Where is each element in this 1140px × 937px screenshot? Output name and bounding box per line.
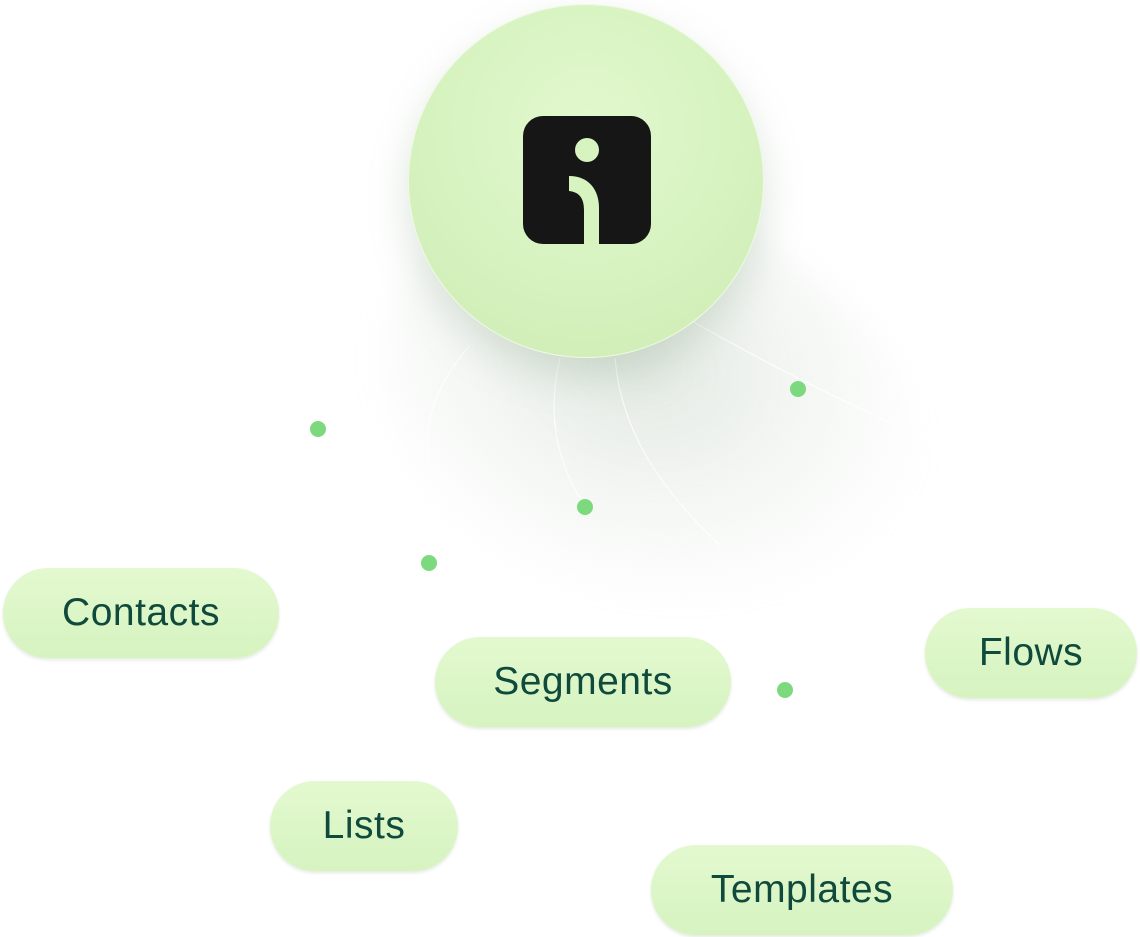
- connector-dot: [310, 421, 326, 437]
- hub-circle: [408, 4, 764, 358]
- connector-dot: [790, 381, 806, 397]
- brand-logo-icon: [523, 116, 651, 244]
- node-label: Contacts: [62, 591, 220, 634]
- node-flows[interactable]: Flows: [925, 608, 1137, 698]
- connector-dot: [577, 499, 593, 515]
- node-templates[interactable]: Templates: [651, 845, 953, 935]
- node-label: Templates: [710, 868, 894, 911]
- connector-dot: [777, 682, 793, 698]
- connector-dot: [421, 555, 437, 571]
- node-label: Lists: [322, 804, 406, 847]
- node-label: Flows: [978, 631, 1084, 674]
- node-lists[interactable]: Lists: [270, 781, 458, 871]
- node-segments[interactable]: Segments: [435, 637, 731, 727]
- node-label: Segments: [493, 660, 673, 703]
- node-contacts[interactable]: Contacts: [3, 568, 279, 658]
